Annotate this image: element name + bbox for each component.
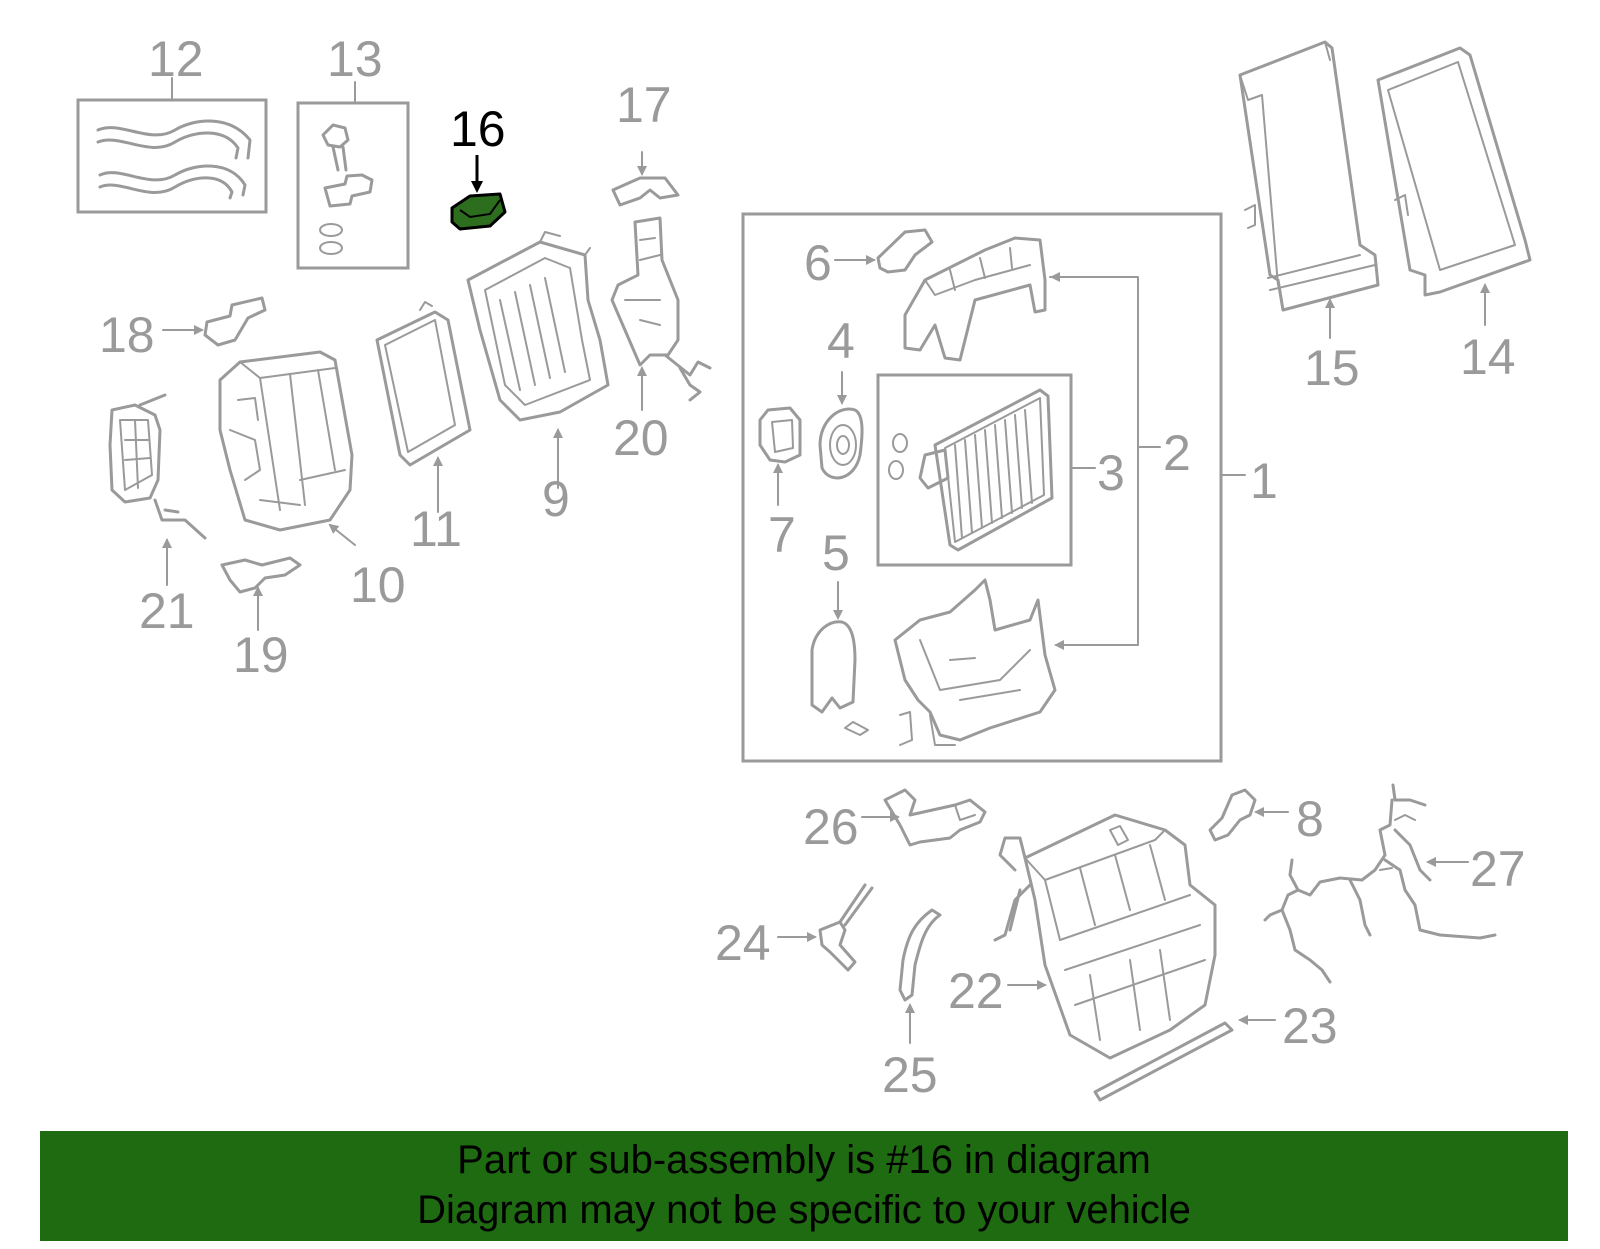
- callout-25: 25: [882, 1047, 938, 1103]
- part-12-hoses[interactable]: [76, 77, 268, 214]
- callout-8: 8: [1296, 791, 1324, 847]
- callout-24: 24: [715, 915, 771, 971]
- callout-14: 14: [1460, 329, 1516, 385]
- callout-23: 23: [1282, 998, 1338, 1054]
- part-21-actuator[interactable]: [108, 393, 207, 586]
- assembly-1-box[interactable]: [741, 212, 1246, 763]
- part-19-bracket[interactable]: [220, 556, 302, 631]
- part-27-wiring[interactable]: [1263, 783, 1497, 984]
- part-17-bracket[interactable]: [611, 151, 680, 207]
- banner-line-1: Part or sub-assembly is #16 in diagram: [457, 1138, 1151, 1182]
- banner-line-2: Diagram may not be specific to your vehi…: [417, 1188, 1191, 1232]
- callout-1: 1: [1250, 453, 1278, 509]
- callout-21: 21: [139, 583, 195, 639]
- callout-16: 16: [450, 101, 506, 157]
- part-7-resistor[interactable]: [758, 406, 802, 506]
- part-20-bracket[interactable]: [610, 216, 712, 411]
- part-6-cover[interactable]: [834, 228, 934, 274]
- callout-10: 10: [350, 557, 406, 613]
- callout-5: 5: [822, 525, 850, 581]
- part-2-lower-housing[interactable]: [893, 578, 1057, 746]
- part-8-sensor[interactable]: [1208, 788, 1289, 842]
- callout-3: 3: [1097, 445, 1125, 501]
- part-24-tube[interactable]: [777, 883, 874, 972]
- callout-11: 11: [410, 501, 462, 557]
- callout-26: 26: [803, 799, 859, 855]
- callout-4: 4: [827, 313, 855, 369]
- info-banner: Part or sub-assembly is #16 in diagram D…: [40, 1131, 1568, 1241]
- part-26-duct[interactable]: [861, 788, 987, 847]
- callout-15: 15: [1304, 340, 1360, 396]
- part-23-seal-strip[interactable]: [1093, 1015, 1276, 1102]
- callout-27: 27: [1470, 841, 1526, 897]
- part-9-case[interactable]: [466, 231, 610, 489]
- callout-2: 2: [1163, 425, 1191, 481]
- part-25-hose[interactable]: [898, 908, 942, 1044]
- part-4-blower-motor[interactable]: [818, 371, 864, 480]
- part-13-kit[interactable]: [296, 81, 410, 270]
- part-11-core[interactable]: [375, 301, 472, 513]
- callout-20: 20: [613, 410, 669, 466]
- callout-12: 12: [148, 31, 204, 87]
- part-3-evaporator[interactable]: [876, 373, 1096, 567]
- part-22-housing[interactable]: [993, 813, 1217, 1060]
- part-10-housing[interactable]: [218, 350, 356, 546]
- callout-labels: 12 13 16 17 18 20 9 11 10 21 19 6 4 7 5 …: [99, 31, 1526, 1103]
- callout-13: 13: [327, 31, 383, 87]
- callout-9: 9: [542, 471, 570, 527]
- part-15-filter[interactable]: [1238, 40, 1380, 339]
- callout-19: 19: [233, 627, 289, 683]
- callout-6: 6: [804, 235, 832, 291]
- part-18-bracket[interactable]: [162, 296, 267, 347]
- part-16-highlighted[interactable]: [450, 155, 507, 231]
- part-14-filter[interactable]: [1376, 46, 1532, 326]
- callout-7: 7: [768, 507, 796, 563]
- callout-18: 18: [99, 307, 155, 363]
- callout-22: 22: [948, 963, 1004, 1019]
- callout-17: 17: [616, 77, 672, 133]
- part-5-seal[interactable]: [810, 581, 869, 736]
- part-2-housing[interactable]: [903, 236, 1161, 650]
